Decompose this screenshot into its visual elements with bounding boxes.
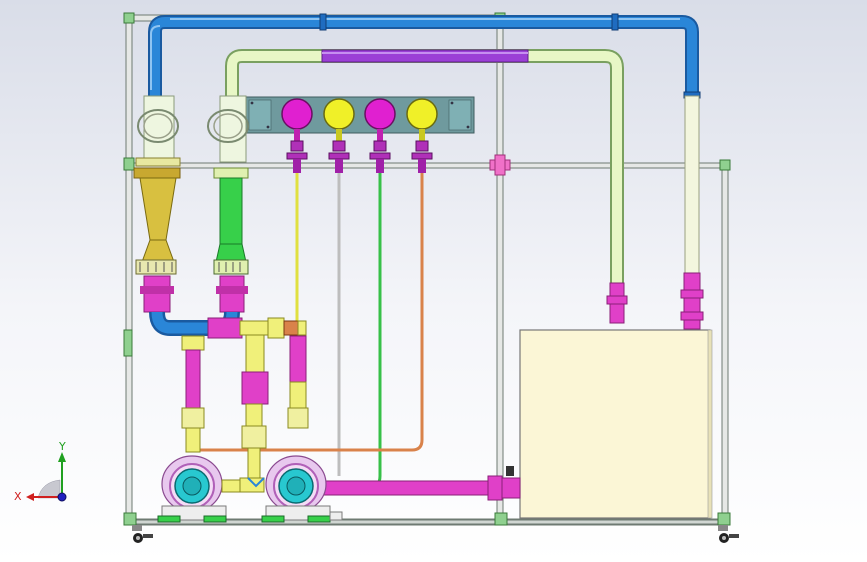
pump-discharge-pipe <box>315 466 521 501</box>
manifold <box>149 311 307 339</box>
venturi-meter <box>133 95 181 313</box>
pressure-gauge-3 <box>364 98 396 141</box>
riser-middle <box>241 334 269 479</box>
x-axis-label: X <box>14 490 22 503</box>
pressure-gauge-2 <box>323 98 355 141</box>
gauge-valves <box>286 140 433 160</box>
tank-inlet-pipes <box>606 272 704 330</box>
pressure-gauge-1 <box>281 98 313 141</box>
blue-pipe-couplings <box>319 13 701 99</box>
gauge-panel <box>245 96 475 134</box>
pump-crossover <box>239 477 265 493</box>
frame-cross-fitting <box>489 154 511 176</box>
orifice-meter <box>207 95 249 313</box>
pressure-gauge-4 <box>406 98 438 141</box>
caster-left <box>132 525 153 543</box>
left-centrifugal-pump <box>157 455 243 523</box>
water-tank <box>519 329 713 519</box>
coordinate-triad: Y X <box>14 440 67 503</box>
gauge-valve-stems <box>293 159 426 173</box>
riser-left <box>181 335 205 453</box>
blue-return-pipe <box>148 15 699 96</box>
riser-right <box>287 335 309 429</box>
purple-pipe-section <box>321 49 529 63</box>
y-axis-label: Y <box>58 440 66 453</box>
right-centrifugal-pump <box>261 455 343 523</box>
right-pale-downcomer <box>684 95 700 277</box>
caster-right <box>718 525 739 543</box>
